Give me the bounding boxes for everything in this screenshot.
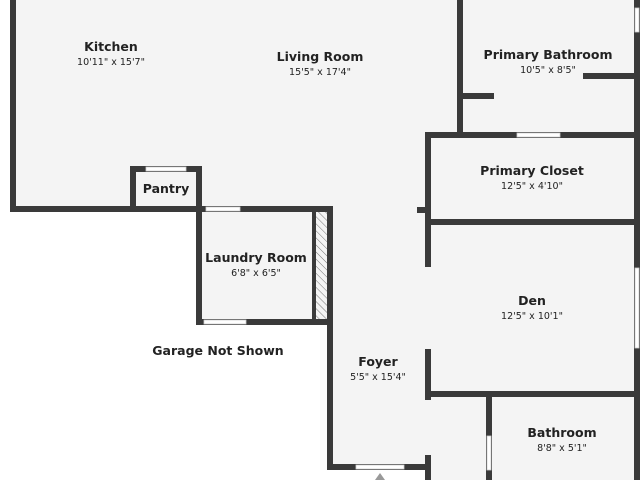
room-name: Laundry Room: [205, 250, 307, 265]
room-name: Primary Bathroom: [484, 47, 613, 62]
room-dims: 15'5" x 17'4": [289, 67, 351, 78]
laundry-exterior-door[interactable]: [203, 319, 247, 325]
room-name: Foyer: [358, 354, 398, 369]
room-dims: 8'8" x 5'1": [537, 443, 587, 454]
room-living-room: Living Room 15'5" x 17'4": [277, 49, 364, 78]
room-dims: 10'11" x 15'7": [77, 57, 145, 68]
room-pantry: Pantry: [143, 181, 189, 196]
den-window: [634, 267, 640, 349]
room-bathroom: Bathroom 8'8" x 5'1": [527, 425, 596, 454]
room-name: Living Room: [277, 49, 364, 64]
room-kitchen: Kitchen 10'11" x 15'7": [77, 39, 145, 68]
room-dims: 10'5" x 8'5": [520, 65, 576, 76]
hatched-column: [316, 212, 327, 319]
room-dims: 6'8" x 6'5": [231, 268, 281, 279]
closet-door[interactable]: [516, 132, 561, 138]
room-foyer: Foyer 5'5" x 15'4": [350, 354, 406, 383]
garage-note: Garage Not Shown: [152, 343, 283, 358]
room-dims: 5'5" x 15'4": [350, 372, 406, 383]
room-name: Kitchen: [84, 39, 138, 54]
room-name: Primary Closet: [480, 163, 584, 178]
room-laundry-room: Laundry Room 6'8" x 6'5": [205, 250, 307, 279]
bathroom-door[interactable]: [486, 435, 492, 471]
laundry-door[interactable]: [205, 206, 241, 212]
room-primary-bathroom: Primary Bathroom 10'5" x 8'5": [484, 47, 613, 76]
openings: [145, 7, 640, 471]
window: [634, 7, 640, 33]
entry-arrow-icon: [375, 473, 385, 480]
room-name: Bathroom: [527, 425, 596, 440]
room-name: Pantry: [143, 181, 189, 196]
room-dims: 12'5" x 4'10": [501, 181, 563, 192]
room-dims: 12'5" x 10'1": [501, 311, 563, 322]
room-name: Den: [518, 293, 546, 308]
pantry-door[interactable]: [145, 166, 187, 172]
room-primary-closet: Primary Closet 12'5" x 4'10": [480, 163, 584, 192]
room-den: Den 12'5" x 10'1": [501, 293, 563, 322]
front-door[interactable]: [355, 464, 405, 470]
